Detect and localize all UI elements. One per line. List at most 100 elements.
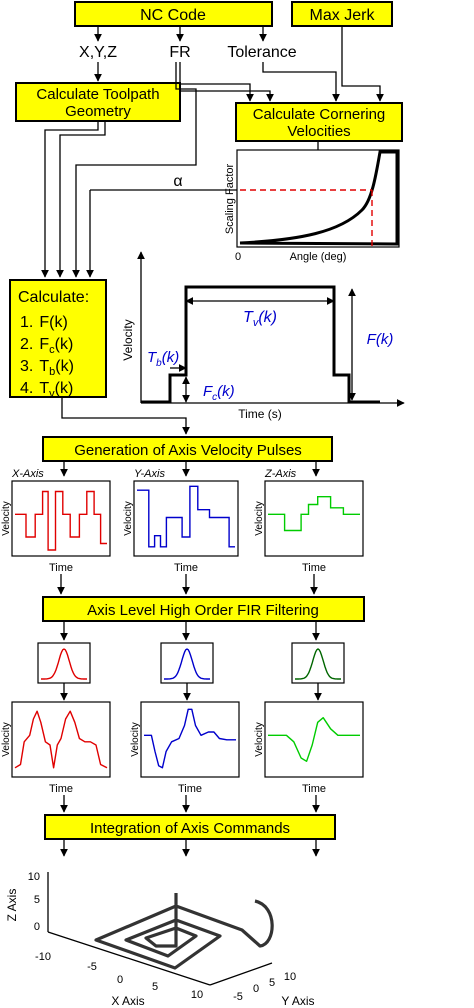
- filtered-velocity-curve: [268, 717, 360, 762]
- pulse-ylabel: Velocity: [123, 501, 134, 535]
- velocity-profile-curve: [141, 285, 380, 404]
- fir-filter-panel-3: [291, 642, 345, 701]
- toolpath-3d-curve: [94, 893, 274, 970]
- x-tick-0: 0: [117, 974, 123, 986]
- xyz-label: X,Y,Z: [79, 44, 117, 61]
- scaling-hysteresis-curve: [239, 150, 399, 246]
- filtered-xlabel: Time: [302, 783, 326, 795]
- velocity-ylabel: Velocity: [121, 319, 135, 360]
- calc-item-4: 4.Tv(k): [20, 380, 73, 400]
- max-jerk-box: Max Jerk: [291, 1, 393, 27]
- calc-item-1: 1.F(k): [20, 314, 68, 331]
- generation-label: Generation of Axis Velocity Pulses: [74, 442, 302, 459]
- arrow-tolerance-cornering: [262, 62, 340, 102]
- velocity-profile-plot: Velocity Time (s) Tv(k) Tb(k) Fc(k) F(k): [121, 251, 405, 421]
- calculate-title: Calculate:: [18, 289, 89, 306]
- tolerance-label: Tolerance: [227, 44, 296, 61]
- pulse-panel-title: Y-Axis: [134, 468, 165, 480]
- arrow-toolpath-calc-a: [56, 121, 106, 278]
- pulse-panel-frame: [133, 480, 239, 557]
- fc-label: Fc(k): [203, 383, 235, 403]
- x-tick-m10: -10: [35, 951, 51, 963]
- cornering-line2: Velocities: [287, 123, 350, 140]
- filtered-ylabel: Velocity: [130, 722, 141, 756]
- pulse-ylabel: Velocity: [254, 501, 265, 535]
- pulse-curve: [15, 490, 107, 551]
- toolpath-3d-plot: Z Axis 10 5 0 -10 -5 0 5 10 X Axis -5 0 …: [5, 871, 315, 1008]
- alpha-label: α: [173, 173, 182, 190]
- pulse-panel-frame: [264, 480, 364, 557]
- pulse-ylabel: Velocity: [1, 501, 12, 535]
- integration-box: Integration of Axis Commands: [44, 814, 336, 840]
- cornering-box: Calculate Cornering Velocities: [235, 102, 403, 142]
- f-label: F(k): [367, 331, 394, 348]
- fr-label: FR: [169, 44, 190, 61]
- pulse-xlabel: Time: [174, 562, 198, 574]
- fir-kernel-curve: [295, 648, 341, 680]
- x-tick-5: 5: [152, 981, 158, 993]
- z-axis-label: Z Axis: [5, 889, 19, 922]
- pulse-xlabel: Time: [49, 562, 73, 574]
- toolpath-line1: Calculate Toolpath: [36, 86, 159, 103]
- filtered-xlabel: Time: [49, 783, 73, 795]
- integration-label: Integration of Axis Commands: [90, 820, 290, 837]
- calc-item-3: 3.Tb(k): [20, 358, 74, 378]
- calc-item-2: 2.Fc(k): [20, 336, 73, 356]
- pulse-curve: [268, 496, 360, 532]
- arrow-maxjerk-cornering: [341, 26, 384, 102]
- arrow-toolpath-cornering: [180, 90, 274, 102]
- filtered-velocity-curve: [14, 710, 108, 769]
- nc-code-box: NC Code: [74, 1, 273, 27]
- max-jerk-label: Max Jerk: [310, 7, 376, 24]
- toolpath-line2: Geometry: [65, 103, 131, 120]
- y-tick-5: 5: [269, 977, 275, 989]
- toolpath-box: Calculate Toolpath Geometry: [15, 82, 181, 122]
- pulse-xlabel: Time: [302, 562, 326, 574]
- fir-kernel-curve: [41, 648, 87, 680]
- filtered-ylabel: Velocity: [1, 722, 12, 756]
- x-tick-m5: -5: [87, 961, 97, 973]
- scaling-factor-plot: Scaling Factor 0 Angle (deg): [224, 149, 400, 263]
- fir-filter-panel-1: [37, 642, 91, 701]
- filtered-ylabel: Velocity: [254, 722, 265, 756]
- tb-label: Tb(k): [147, 349, 179, 369]
- arrow-fr-cornering: [179, 62, 254, 102]
- scaling-x0: 0: [235, 251, 241, 263]
- x-tick-10: 10: [191, 989, 203, 1001]
- pulse-panel-title: X-Axis: [11, 468, 44, 480]
- y-axis-label: Y Axis: [281, 994, 314, 1008]
- nc-code-label: NC Code: [140, 7, 206, 24]
- scaling-ylabel: Scaling Factor: [224, 164, 236, 235]
- z-tick-10: 10: [28, 871, 40, 883]
- x-axis-label: X Axis: [111, 994, 144, 1008]
- scaling-xlabel: Angle (deg): [290, 251, 347, 263]
- generation-box: Generation of Axis Velocity Pulses: [42, 436, 333, 462]
- pulse-curve: [137, 485, 235, 548]
- y-tick-0: 0: [253, 983, 259, 995]
- velocity-xlabel: Time (s): [238, 407, 282, 421]
- y-tick-10: 10: [284, 971, 296, 983]
- cornering-line1: Calculate Cornering: [253, 106, 386, 123]
- fir-label: Axis Level High Order FIR Filtering: [87, 602, 319, 619]
- arrow-fr-calculate: [72, 62, 197, 278]
- y-tick-m5: -5: [233, 991, 243, 1003]
- y-axis-line: [209, 962, 273, 986]
- tv-label: Tv(k): [243, 309, 277, 329]
- arrow-calc-generation: [61, 397, 190, 435]
- z-tick-5: 5: [34, 894, 40, 906]
- filtered-xlabel: Time: [178, 783, 202, 795]
- arrow-toolpath-calc-b: [41, 121, 99, 278]
- fir-box: Axis Level High Order FIR Filtering: [42, 596, 365, 622]
- fir-filter-panel-2: [160, 642, 214, 701]
- pulse-panel-title: Z-Axis: [264, 468, 297, 480]
- filtered-velocity-curve: [144, 708, 236, 769]
- calculate-box: Calculate: 1.F(k) 2.Fc(k)3.Tb(k)4.Tv(k): [9, 279, 107, 400]
- fir-kernel-curve: [164, 648, 210, 680]
